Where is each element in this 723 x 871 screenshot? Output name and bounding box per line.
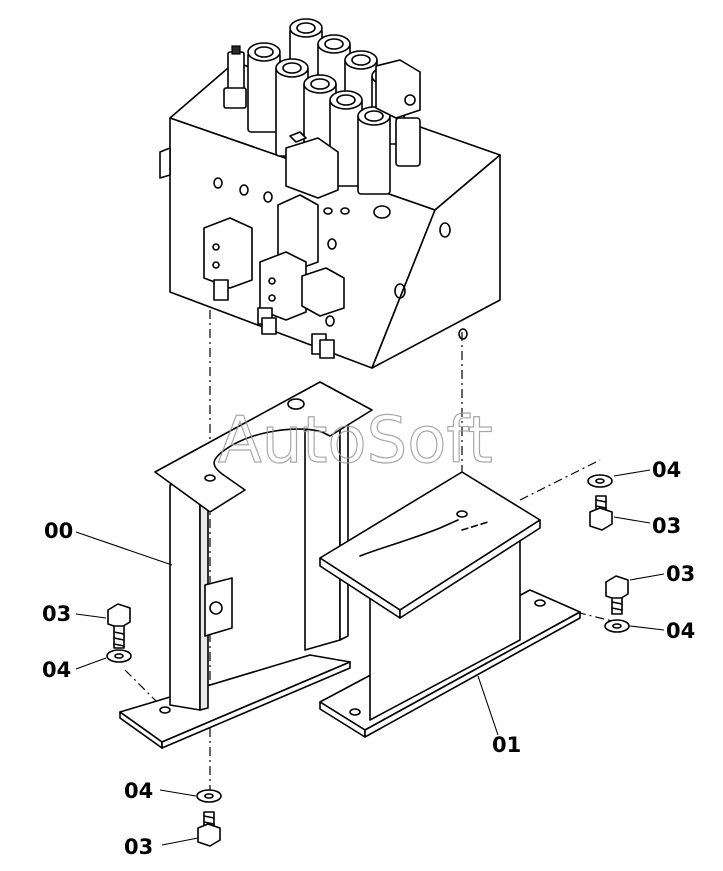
control-valve-assembly bbox=[159, 18, 501, 369]
watermark-text: AutoSoft bbox=[218, 404, 493, 478]
front-solenoids bbox=[203, 194, 345, 359]
callout-04-washer-right: 04 bbox=[666, 619, 695, 643]
washer-right bbox=[604, 619, 630, 633]
washer-bottom bbox=[196, 789, 222, 803]
callout-03-bolt-top-right: 03 bbox=[652, 514, 681, 538]
callout-01-bracket-right: 01 bbox=[492, 733, 521, 757]
washer-top-right bbox=[587, 474, 613, 488]
bolt-left bbox=[107, 603, 131, 649]
callout-04-washer-bottom: 04 bbox=[124, 779, 153, 803]
callout-labels: 00 01 03 04 04 03 04 03 03 04 bbox=[42, 458, 695, 859]
bracket-right bbox=[319, 471, 581, 738]
bracket-left bbox=[119, 381, 373, 749]
callout-03-bolt-right: 03 bbox=[666, 562, 695, 586]
valve-block-side-face bbox=[371, 154, 501, 369]
callout-00-bracket-left: 00 bbox=[44, 519, 73, 543]
callout-03-bolt-left: 03 bbox=[42, 602, 71, 626]
bolt-bottom bbox=[197, 811, 221, 847]
washer-left bbox=[106, 649, 132, 663]
bolt-top-right bbox=[589, 495, 613, 531]
bolt-right bbox=[605, 575, 629, 615]
pilot-fitting bbox=[223, 45, 247, 109]
callout-04-washer-left: 04 bbox=[42, 658, 71, 682]
callout-03-bolt-bottom: 03 bbox=[124, 835, 153, 859]
callout-04-washer-top-right: 04 bbox=[652, 458, 681, 482]
leader-lines bbox=[75, 469, 665, 846]
